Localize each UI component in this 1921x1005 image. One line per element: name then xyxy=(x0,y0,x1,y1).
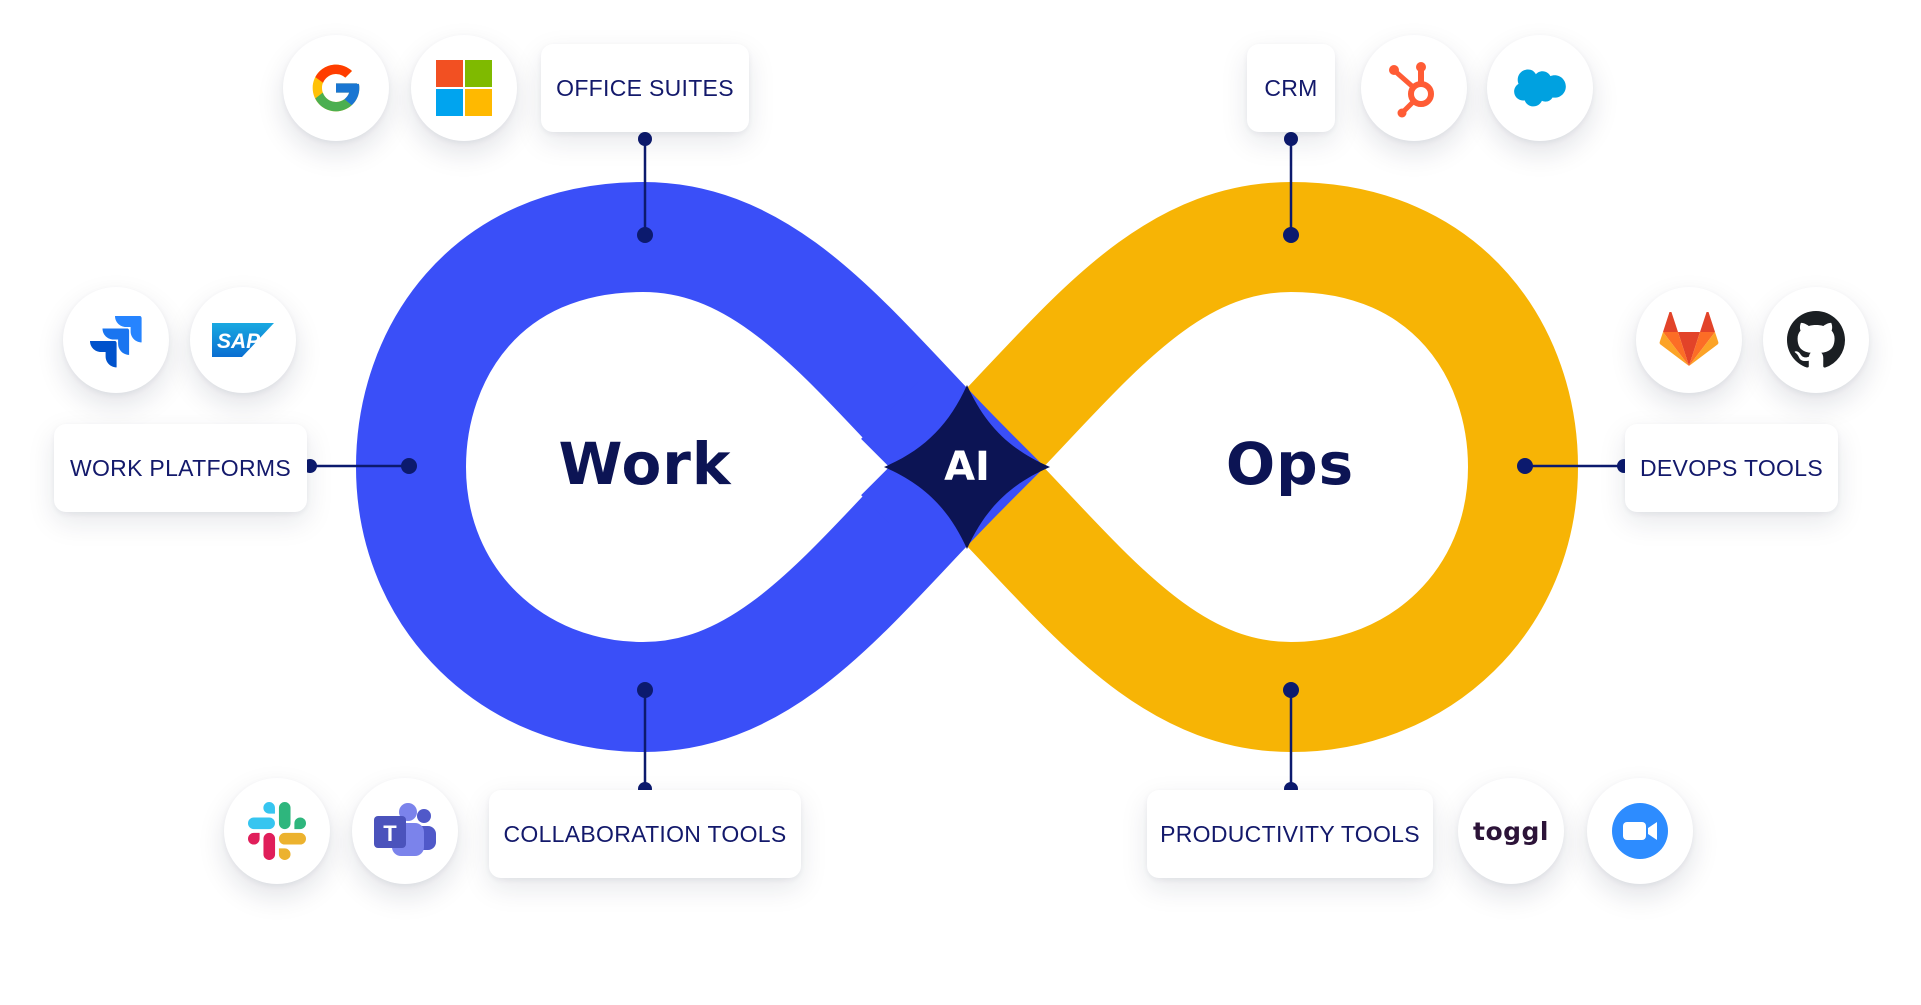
toggl-icon[interactable]: toggl xyxy=(1458,778,1564,884)
productivity-tools-label: PRODUCTIVITY TOOLS xyxy=(1147,790,1433,878)
work-platforms-label: WORK PLATFORMS xyxy=(54,424,307,512)
slack-icon[interactable] xyxy=(224,778,330,884)
connector-office-suites xyxy=(637,132,653,243)
ai-hub-shape xyxy=(884,385,1050,549)
toggl-logo-text: toggl xyxy=(1473,816,1549,846)
collaboration-tools-label: COLLABORATION TOOLS xyxy=(489,790,801,878)
sap-icon[interactable]: SAP xyxy=(190,287,296,393)
hubspot-icon[interactable] xyxy=(1361,35,1467,141)
crm-label: CRM xyxy=(1247,44,1335,132)
teams-logo-letter: T xyxy=(383,821,397,846)
office-suites-label: OFFICE SUITES xyxy=(541,44,749,132)
ai-label: AI xyxy=(944,444,990,490)
gitlab-icon[interactable] xyxy=(1636,287,1742,393)
devops-tools-label: DEVOPS TOOLS xyxy=(1625,424,1838,512)
google-icon[interactable] xyxy=(283,35,389,141)
salesforce-icon[interactable] xyxy=(1487,35,1593,141)
teams-icon[interactable]: T xyxy=(352,778,458,884)
microsoft-icon[interactable] xyxy=(411,35,517,141)
work-label: Work xyxy=(558,430,732,498)
jira-icon[interactable] xyxy=(63,287,169,393)
ops-label: Ops xyxy=(1225,430,1355,498)
github-icon[interactable] xyxy=(1763,287,1869,393)
zoom-icon[interactable] xyxy=(1587,778,1693,884)
connector-crm xyxy=(1283,132,1299,243)
sap-logo-text: SAP xyxy=(217,330,261,353)
